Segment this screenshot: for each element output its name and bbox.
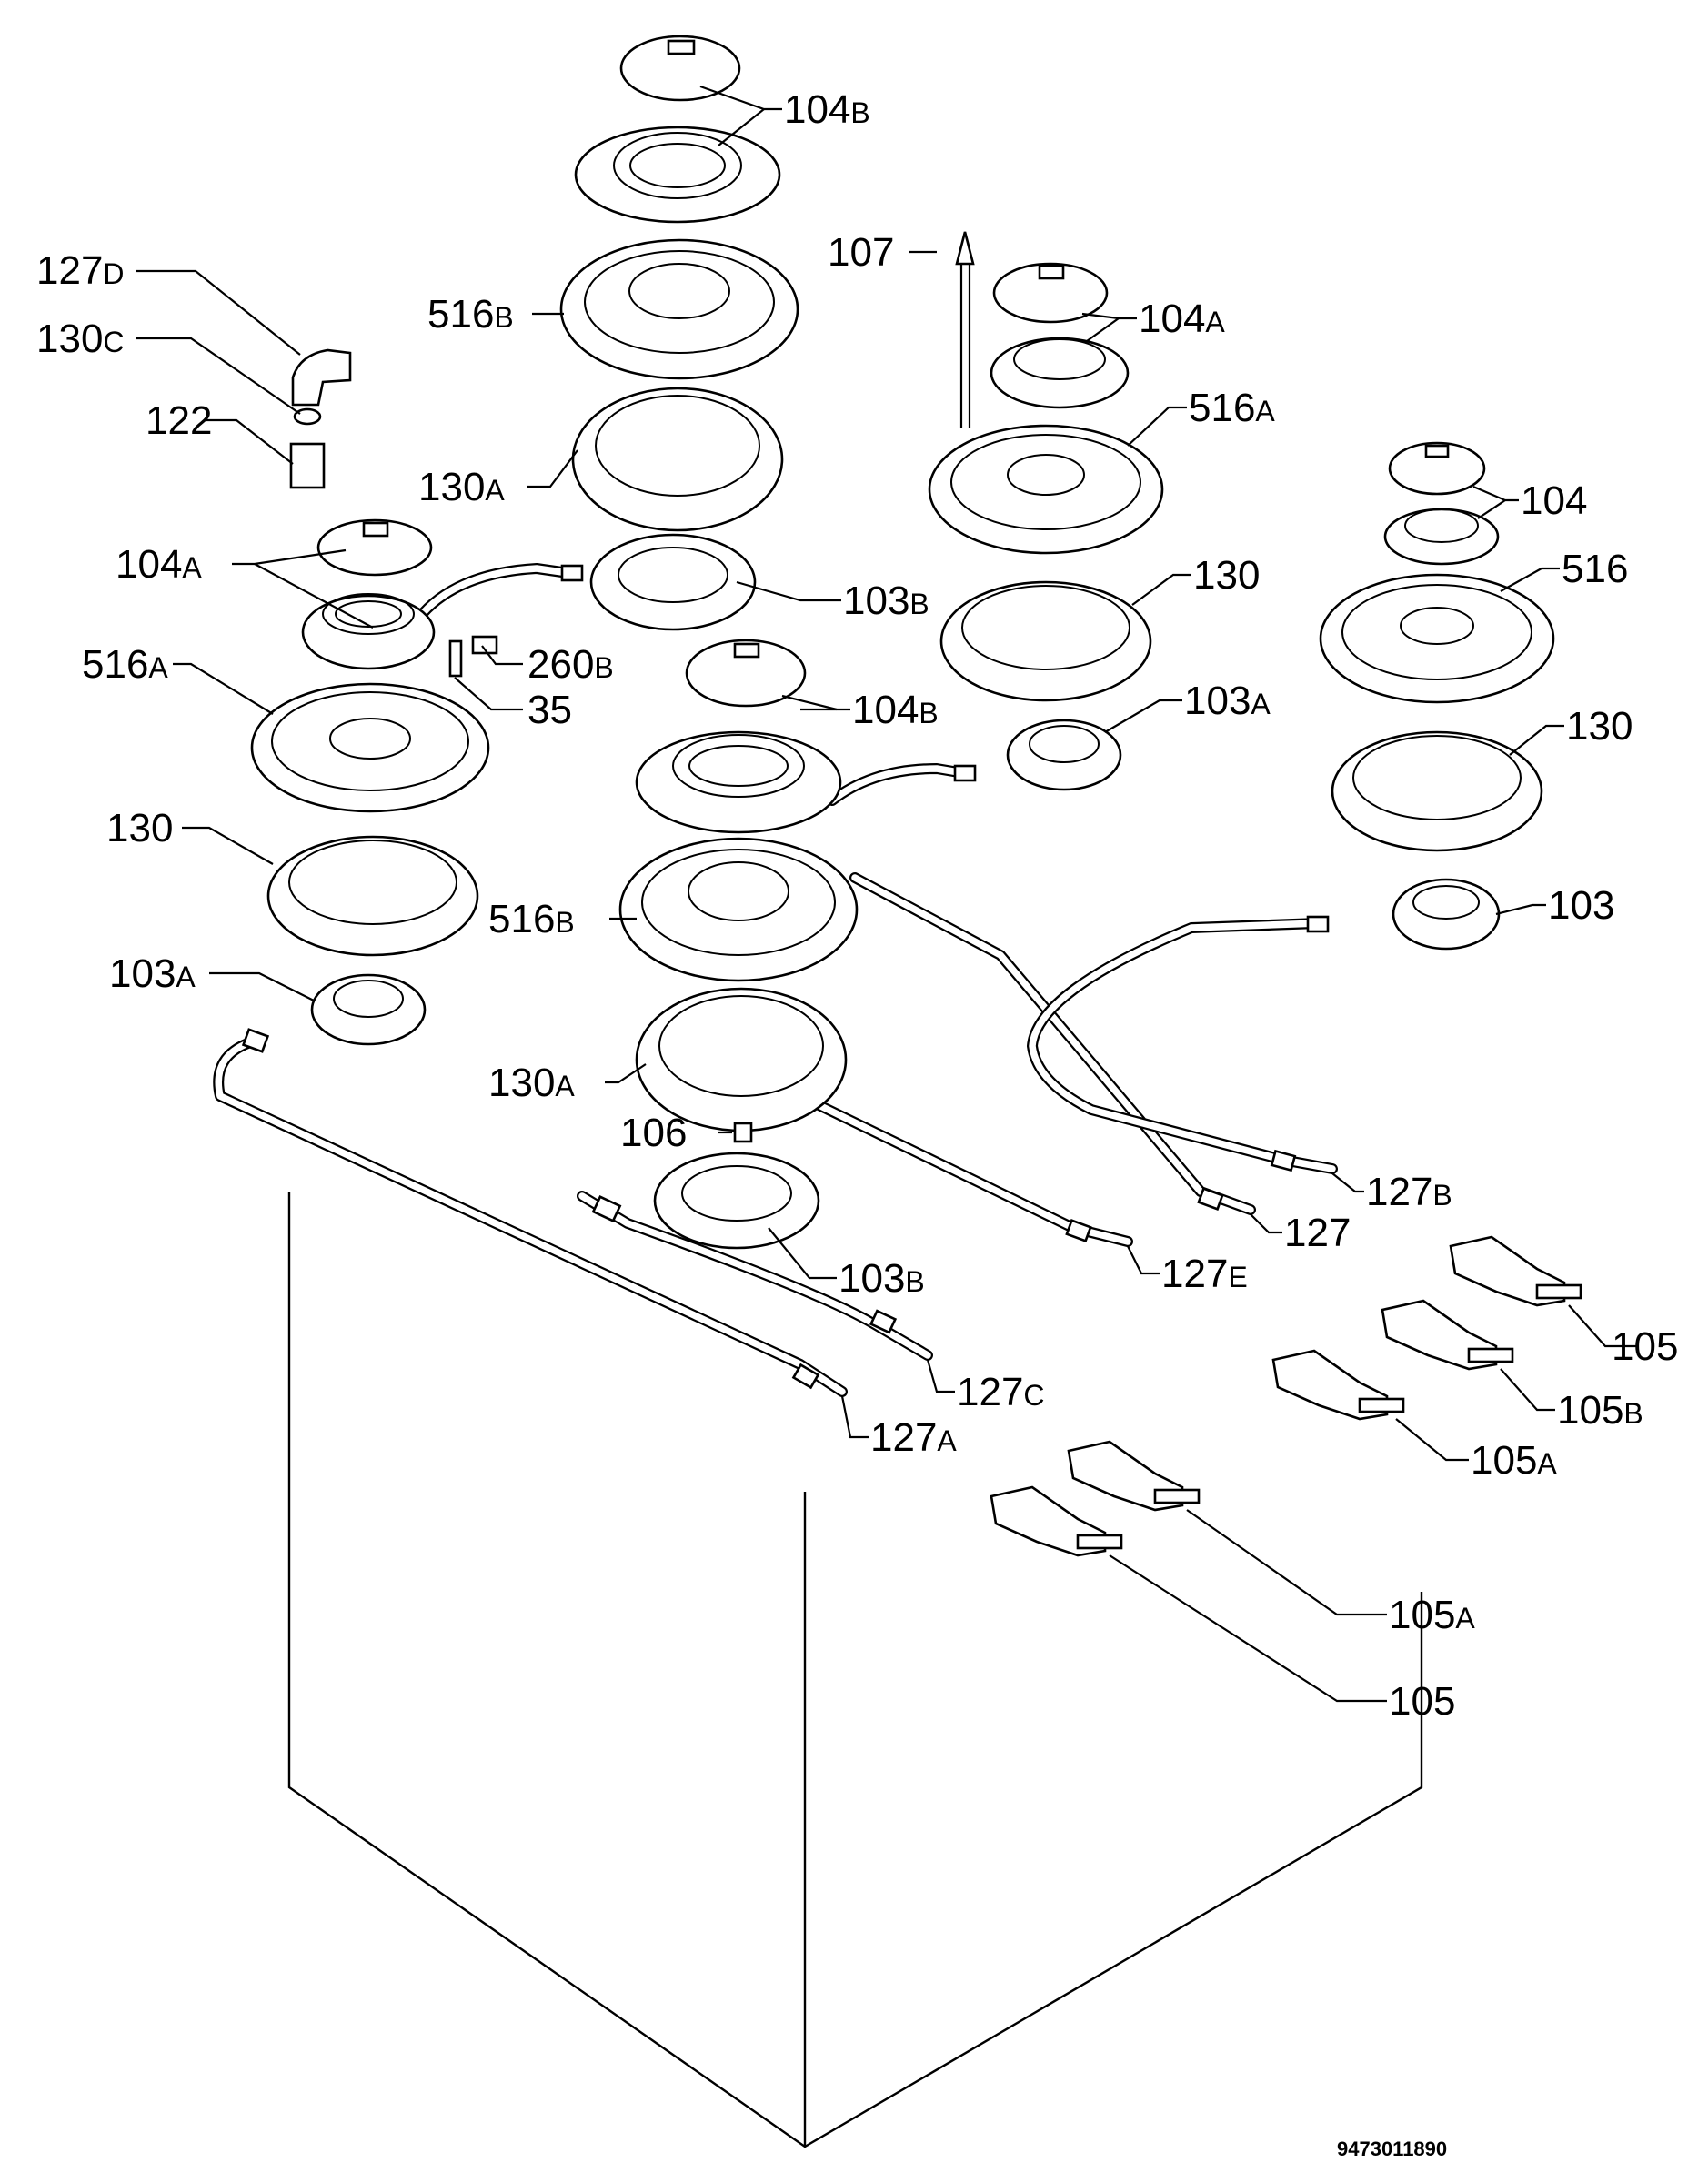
label-105-top: 105 — [1612, 1324, 1678, 1369]
part-labels: 104B 127D 130C 122 516B 130A 104A 103B 2… — [36, 87, 1678, 1724]
label-260b: 260B — [527, 642, 614, 687]
label-130-left: 130 — [106, 806, 173, 850]
label-516a-left: 516A — [82, 642, 168, 687]
label-127a: 127A — [870, 1415, 957, 1460]
label-127c: 127C — [957, 1370, 1045, 1414]
label-105b: 105B — [1557, 1388, 1643, 1433]
label-105-bottom: 105 — [1389, 1679, 1455, 1724]
right-burner-stack — [1319, 441, 1555, 951]
label-130c: 130C — [36, 317, 125, 361]
gas-pipes — [213, 231, 1338, 1397]
leader-lines — [136, 85, 1637, 1703]
label-105a-lower: 105A — [1389, 1593, 1475, 1637]
left-burner-stack — [250, 518, 498, 1046]
label-105a-upper: 105A — [1471, 1438, 1557, 1483]
hob-outline — [287, 1192, 1423, 2148]
label-103a-mid: 103A — [1184, 679, 1271, 723]
label-127: 127 — [1284, 1211, 1351, 1255]
label-107: 107 — [828, 230, 894, 275]
label-130a-top: 130A — [418, 465, 505, 509]
label-104b-top: 104B — [784, 87, 870, 132]
label-130-mid: 130 — [1193, 553, 1260, 598]
label-516b-top: 516B — [427, 292, 514, 337]
label-516b-center: 516B — [488, 897, 575, 941]
label-516a-mid: 516A — [1189, 386, 1275, 430]
label-104a-left: 104A — [116, 542, 202, 587]
top-center-burner-stack — [289, 35, 799, 631]
label-106: 106 — [620, 1111, 687, 1155]
label-127b: 127B — [1366, 1170, 1452, 1214]
label-516-right: 516 — [1562, 547, 1628, 591]
label-35: 35 — [527, 688, 572, 732]
label-127d: 127D — [36, 248, 125, 293]
document-number: 9473011890 — [1337, 2138, 1447, 2160]
label-122: 122 — [146, 398, 212, 443]
label-103a-left: 103A — [109, 951, 196, 996]
label-104b-center: 104B — [852, 688, 939, 732]
label-127e: 127E — [1161, 1252, 1248, 1296]
label-130-right: 130 — [1566, 704, 1633, 749]
label-130a-center: 130A — [488, 1061, 575, 1105]
label-103b-top: 103B — [843, 578, 929, 623]
label-103b-bottom: 103B — [839, 1256, 925, 1301]
gas-taps — [990, 1235, 1582, 1557]
label-104a-mid: 104A — [1139, 297, 1225, 341]
right-middle-burner-stack — [928, 262, 1164, 791]
label-103-right: 103 — [1548, 883, 1614, 928]
center-burner-stack — [618, 639, 859, 1250]
label-104-right: 104 — [1521, 478, 1587, 523]
